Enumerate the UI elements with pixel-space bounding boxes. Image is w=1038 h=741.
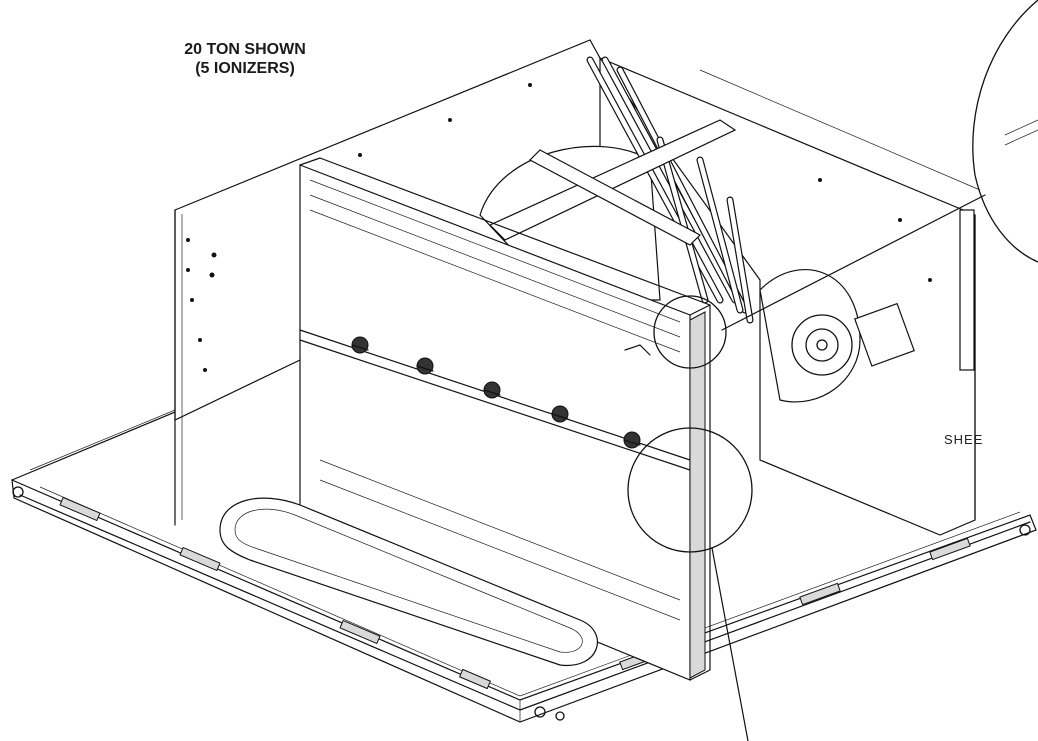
ionizer — [351, 336, 369, 354]
figure-caption: 20 TON SHOWN (5 IONIZERS) — [160, 40, 330, 78]
caption-line-2: (5 IONIZERS) — [195, 60, 295, 77]
ionizers — [351, 336, 651, 449]
upper-detail-circle — [653, 295, 727, 369]
caption-line-1: 20 TON SHOWN — [184, 41, 306, 58]
sheet-label: SHEE — [944, 432, 984, 447]
ionizer — [416, 357, 434, 375]
base-corner-feet — [12, 486, 1031, 721]
base-rails — [59, 496, 971, 690]
detail-view-circle — [972, 0, 1038, 263]
ionizer — [623, 431, 641, 449]
ionizer — [483, 381, 501, 399]
top-cross-channel — [488, 119, 737, 246]
ionizer — [551, 405, 569, 423]
upper-leader-line — [721, 194, 986, 331]
refrigerant-tubes — [586, 56, 754, 324]
lower-detail-circle — [627, 427, 753, 553]
drain-pan — [219, 497, 598, 666]
lower-leader-line — [711, 547, 749, 741]
base-pan — [11, 359, 1037, 723]
